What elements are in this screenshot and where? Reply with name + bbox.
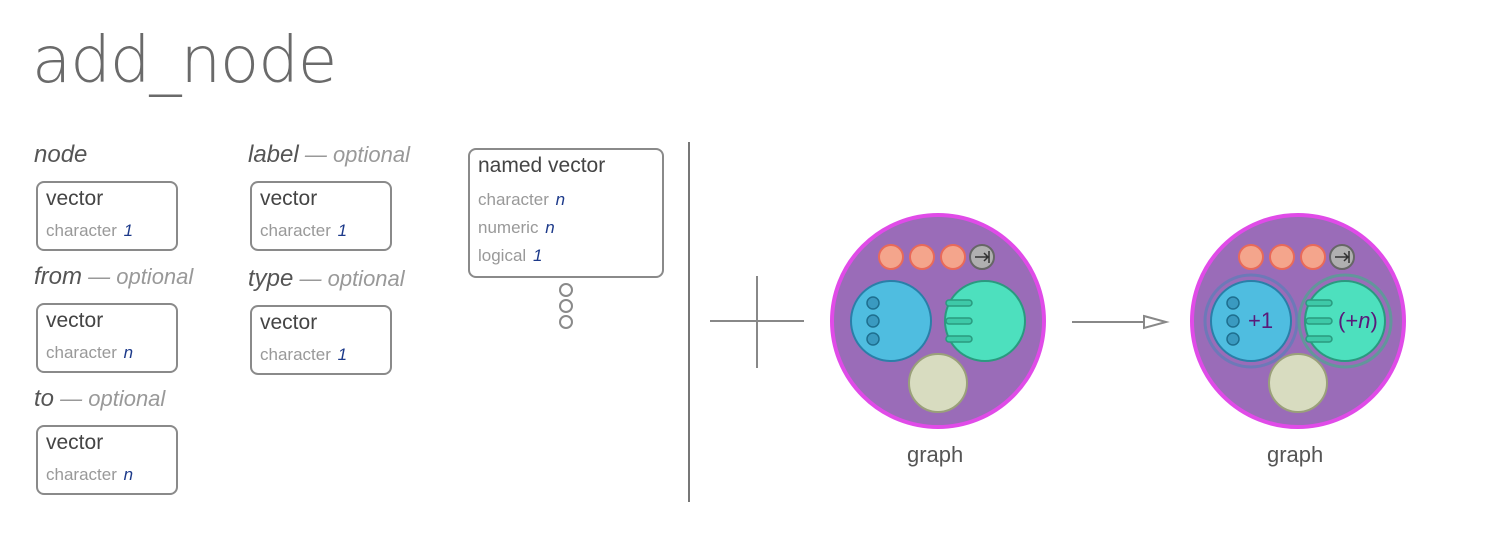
type-label: logical	[478, 246, 527, 265]
arg-name: type	[248, 265, 294, 292]
graph-label-before: graph	[907, 442, 964, 467]
edges-increment-label: (+n)	[1338, 308, 1378, 333]
arrow-icon	[1072, 314, 1170, 330]
arg-name: label	[248, 141, 299, 168]
length-label: 1	[337, 221, 348, 240]
optional-label: — optional	[293, 266, 405, 291]
length-label: 1	[123, 221, 134, 240]
named-vector-box: named vector character n numeric n logic…	[468, 148, 664, 278]
nodes-increment-label: +1	[1248, 308, 1274, 333]
arg-to-box: vector character n	[36, 425, 178, 495]
arg-name: from	[34, 263, 82, 290]
arg-label: label — optional	[248, 141, 410, 169]
arg-type: type — optional	[248, 265, 405, 293]
graph-label-after: graph	[1267, 442, 1324, 467]
plus-icon	[710, 276, 804, 368]
length-label: n	[123, 465, 134, 484]
length-label: n	[123, 343, 134, 362]
page-title: add_node	[32, 24, 337, 98]
type-label: character	[260, 221, 331, 240]
box-title: vector	[260, 311, 318, 334]
box-title: vector	[46, 431, 104, 454]
arg-label-box: vector character 1	[250, 181, 392, 251]
box-title: vector	[46, 309, 104, 332]
length-label: n	[555, 190, 566, 209]
length-label: n	[545, 218, 555, 237]
type-label: character	[260, 345, 331, 364]
arg-from-box: vector character n	[36, 303, 178, 373]
length-label: 1	[532, 246, 543, 265]
optional-label: — optional	[54, 386, 166, 411]
ellipsis-icon	[559, 283, 573, 329]
type-label: character	[478, 190, 549, 209]
arg-from: from — optional	[34, 263, 193, 291]
length-label: 1	[337, 345, 348, 364]
box-title: vector	[260, 187, 318, 210]
optional-label: — optional	[298, 142, 411, 167]
arg-node: node	[34, 141, 87, 169]
arg-to: to — optional	[34, 385, 165, 413]
type-label: character	[46, 465, 117, 484]
type-label: character	[46, 343, 117, 362]
arg-type-box: vector character 1	[250, 305, 392, 375]
type-label: numeric	[478, 218, 539, 237]
type-label: character	[46, 221, 117, 240]
graph-icon-before	[830, 213, 1046, 429]
arg-node-box: vector character 1	[36, 181, 178, 251]
box-title: vector	[46, 187, 104, 210]
arg-name: to	[34, 385, 55, 412]
optional-label: — optional	[82, 264, 194, 289]
box-title: named vector	[478, 154, 606, 177]
arg-name: node	[34, 141, 88, 168]
